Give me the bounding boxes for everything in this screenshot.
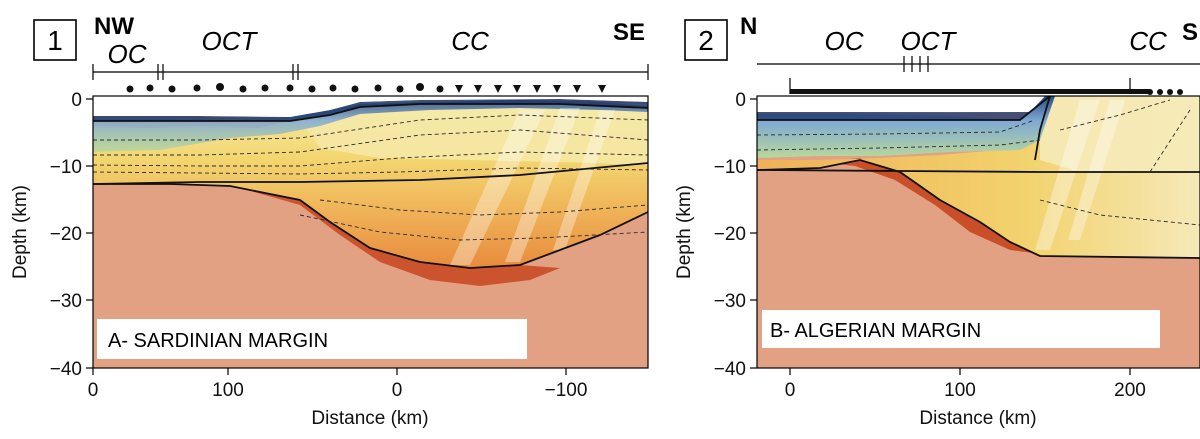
panel-2-zone-oc: OC <box>825 26 864 56</box>
panel-1-ray-coverage <box>450 108 615 265</box>
panel-1-ytick-2: −20 <box>50 224 82 245</box>
panel-2-xlabel: Distance (km) <box>919 408 1036 429</box>
panel-2-upper-crust <box>1040 96 1200 172</box>
panel-2-ytick-2: −20 <box>714 224 746 245</box>
panel-2-zone-brackets <box>757 56 1200 94</box>
panel-1-ytick-1: −10 <box>50 157 82 178</box>
panel-1-ylabel: Depth (km) <box>10 185 31 279</box>
panel-2-direction-left: N <box>740 13 757 40</box>
panel-2-axes <box>750 95 1200 375</box>
panel-1-caption: A- SARDINIAN MARGIN <box>108 330 328 352</box>
panel-2-direction-right: S <box>1182 19 1198 46</box>
panel-1-xtick-2: 0 <box>392 380 403 401</box>
panel-2-caption: B- ALGERIAN MARGIN <box>770 320 981 342</box>
panel-1-xlabel: Distance (km) <box>311 408 428 429</box>
panel-2-water-column <box>757 96 1045 113</box>
panel-2-zone-oct: OCT <box>901 26 958 56</box>
panel-1-direction-right: SE <box>613 19 645 46</box>
panel-1-axes <box>86 95 649 375</box>
panel-2-water-layer <box>757 112 1030 120</box>
panel-1-caption-box <box>97 319 527 359</box>
panel-2-number-box <box>684 19 728 61</box>
panel-2-ytick-1: −10 <box>714 157 746 178</box>
panel-1-ytick-4: −40 <box>50 359 82 380</box>
panel-2-caption-box <box>762 310 1160 348</box>
panel-2: 2 N S OC OCT CC <box>674 13 1200 429</box>
panel-2-station-markers <box>790 89 1183 95</box>
panel-1-water-layer <box>93 99 648 121</box>
panel-1: 1 NW SE OC OCT CC <box>10 13 649 429</box>
panel-2-zone-cc: CC <box>1129 26 1167 56</box>
panel-2-sediments <box>757 96 1055 158</box>
panel-1-number: 1 <box>47 25 63 56</box>
panel-1-station-markers <box>126 83 606 93</box>
panel-1-direction-left: NW <box>94 13 134 40</box>
panel-1-xtick-1: 100 <box>212 380 244 401</box>
panel-1-ytick-0: 0 <box>71 90 82 111</box>
panel-1-xtick-3: −100 <box>545 380 588 401</box>
panel-2-number: 2 <box>698 25 714 56</box>
panel-1-ytick-3: −30 <box>50 291 82 312</box>
panel-2-xtick-0: 0 <box>785 380 796 401</box>
panel-2-ylabel: Depth (km) <box>674 185 695 279</box>
panel-2-xtick-1: 100 <box>944 380 976 401</box>
panel-2-ytick-0: 0 <box>735 90 746 111</box>
panel-2-ytick-3: −30 <box>714 291 746 312</box>
panel-1-xtick-0: 0 <box>88 380 99 401</box>
panel-1-lower-crust <box>170 180 560 286</box>
panel-2-lower-crust <box>820 158 1040 254</box>
panel-1-zone-brackets <box>92 64 649 80</box>
panel-1-water-column <box>93 96 648 117</box>
panel-1-number-box <box>33 19 77 61</box>
panel-2-ytick-4: −40 <box>714 359 746 380</box>
panel-1-zone-cc: CC <box>451 26 489 56</box>
panel-2-xtick-2: 200 <box>1114 380 1146 401</box>
panel-1-zone-oct: OCT <box>202 26 259 56</box>
panel-1-zone-oc: OC <box>108 39 147 69</box>
panel-2-ray-coverage <box>1035 100 1125 250</box>
